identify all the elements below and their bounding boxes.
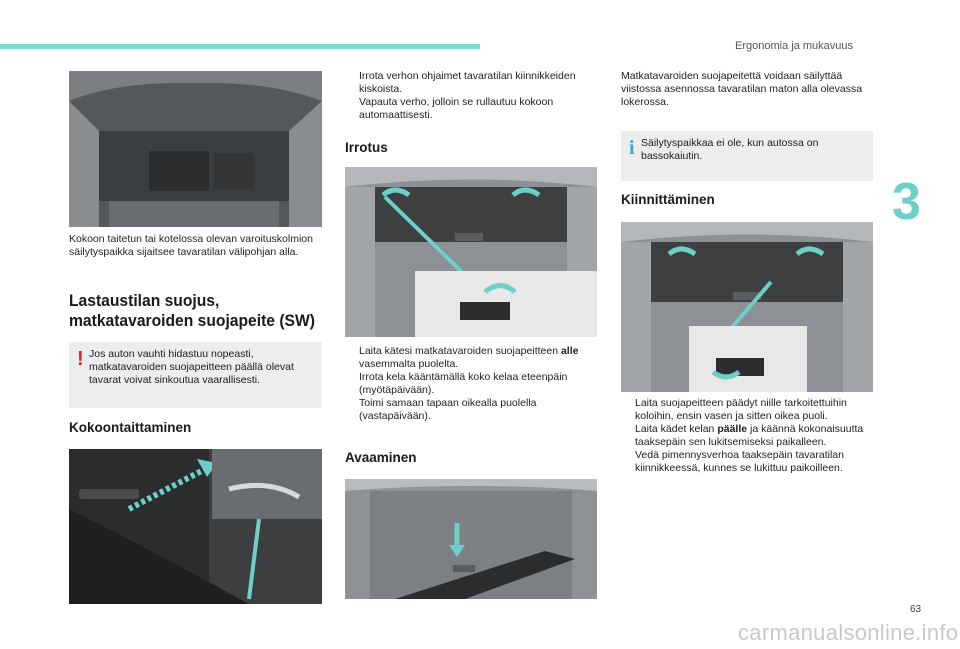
fitting-step-1: Laita suojapeitteen päädyt niille tarkoi…	[635, 397, 847, 422]
opening-heading: Avaaminen	[345, 450, 417, 465]
photo-folding-cover	[69, 449, 322, 604]
release-steps: Irrota verhon ohjaimet tavaratilan kiinn…	[345, 70, 595, 122]
warning-text: Jos auton vauhti hidastuu nopeasti, matk…	[89, 348, 294, 386]
fitting-step-2: Laita kädet kelan päälle ja käännä kokon…	[635, 423, 864, 448]
warning-icon: !	[77, 348, 84, 370]
removal-heading: Irrotus	[345, 140, 388, 155]
photo-opening	[345, 479, 597, 599]
fitting-step-3: Vedä pimennysverhoa taaksepäin tavaratil…	[635, 449, 844, 474]
chapter-number: 3	[892, 173, 921, 231]
info-icon: i	[629, 137, 635, 159]
watermark: carmanualsonline.info	[738, 620, 959, 645]
warning-note: ! Jos auton vauhti hidastuu nopeasti, ma…	[69, 342, 322, 408]
photo-trunk-floor-storage	[69, 71, 322, 227]
folding-heading: Kokoontaittaminen	[69, 420, 192, 435]
page-number: 63	[910, 604, 922, 615]
fitting-steps: Laita suojapeitteen päädyt niille tarkoi…	[621, 397, 877, 475]
release-step-1: Irrota verhon ohjaimet tavaratilan kiinn…	[359, 70, 576, 95]
fitting-heading: Kiinnittäminen	[621, 192, 715, 207]
removal-step-3: Toimi samaan tapaan oikealla puolella (v…	[359, 397, 537, 422]
release-step-2: Vapauta verho, jolloin se rullautuu koko…	[359, 96, 554, 121]
photo-removal	[345, 167, 597, 337]
info-note: i Säilytyspaikkaa ei ole, kun autossa on…	[621, 131, 873, 181]
cover-section-heading: Lastaustilan suojus, matkatavaroiden suo…	[69, 291, 315, 330]
section-title: Ergonomia ja mukavuus	[735, 40, 854, 52]
info-text: Säilytyspaikkaa ei ole, kun autossa on b…	[641, 137, 819, 162]
removal-step-1: Laita kätesi matkatavaroiden suojapeitte…	[359, 345, 579, 370]
trunk-storage-caption: Kokoon taitetun tai kotelossa olevan var…	[69, 233, 313, 258]
removal-steps: Laita kätesi matkatavaroiden suojapeitte…	[345, 345, 597, 423]
storage-intro: Matkatavaroiden suojapeitettä voidaan sä…	[621, 70, 863, 108]
removal-step-2: Irrota kela kääntämällä koko kelaa eteen…	[359, 371, 568, 396]
header-accent-bar	[0, 44, 480, 49]
photo-fitting	[621, 222, 873, 392]
